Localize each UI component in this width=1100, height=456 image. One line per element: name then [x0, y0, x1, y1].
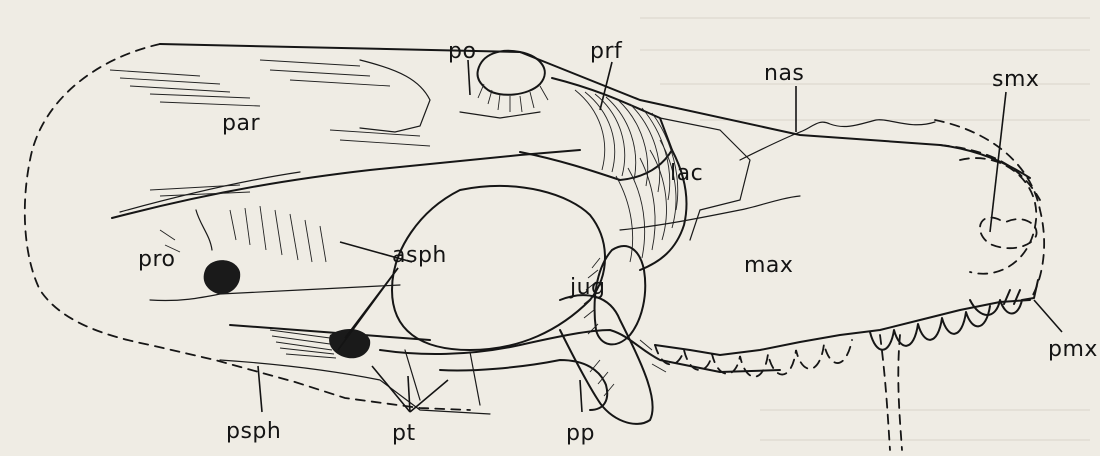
sidewall-stipple — [160, 206, 326, 262]
postorbital-suture — [360, 60, 540, 132]
prefrontal-outline — [520, 78, 672, 180]
prootic-suture — [196, 210, 212, 250]
label-pro: pro — [138, 247, 176, 272]
label-max: max — [744, 253, 793, 278]
pterygoid-bar — [380, 330, 780, 372]
skull-roof-extension — [940, 145, 1040, 200]
label-pt: pt — [392, 421, 416, 446]
label-nas: nas — [764, 61, 804, 86]
canine-tooth — [880, 335, 902, 450]
prootic-line — [150, 285, 400, 301]
pterygoid-hatch — [270, 330, 336, 358]
label-asph: asph — [392, 243, 447, 268]
snout-tip — [1022, 280, 1038, 300]
maxilla-posterior-suture — [620, 196, 800, 230]
label-par: par — [222, 111, 260, 136]
label-smx: smx — [992, 67, 1039, 92]
label-jug: jug — [569, 275, 606, 300]
orbital-notch-hatch — [478, 84, 548, 112]
parietal-ventral-line-2 — [120, 172, 300, 212]
parietal-hatch — [110, 60, 430, 196]
maxilla-dorsal-suture — [740, 120, 935, 160]
prefrontal-hatch — [575, 90, 678, 262]
label-po: po — [448, 39, 476, 64]
label-lac: lac — [670, 161, 703, 186]
pterygoid-suture — [405, 350, 480, 405]
prootic-foramen — [204, 260, 241, 294]
label-psph: psph — [226, 419, 281, 444]
label-prf: prf — [590, 39, 623, 64]
palatine-hatch — [590, 340, 666, 396]
tooth-row — [655, 300, 1030, 355]
orbital-notch — [477, 51, 544, 95]
label-pmx: pmx — [1048, 337, 1098, 362]
septomaxilla-outline — [980, 217, 1037, 248]
skull-roof-line — [160, 44, 1030, 178]
parietal-ventral-line — [112, 150, 580, 218]
label-pp: pp — [566, 421, 595, 446]
orbit-outline — [392, 186, 605, 350]
